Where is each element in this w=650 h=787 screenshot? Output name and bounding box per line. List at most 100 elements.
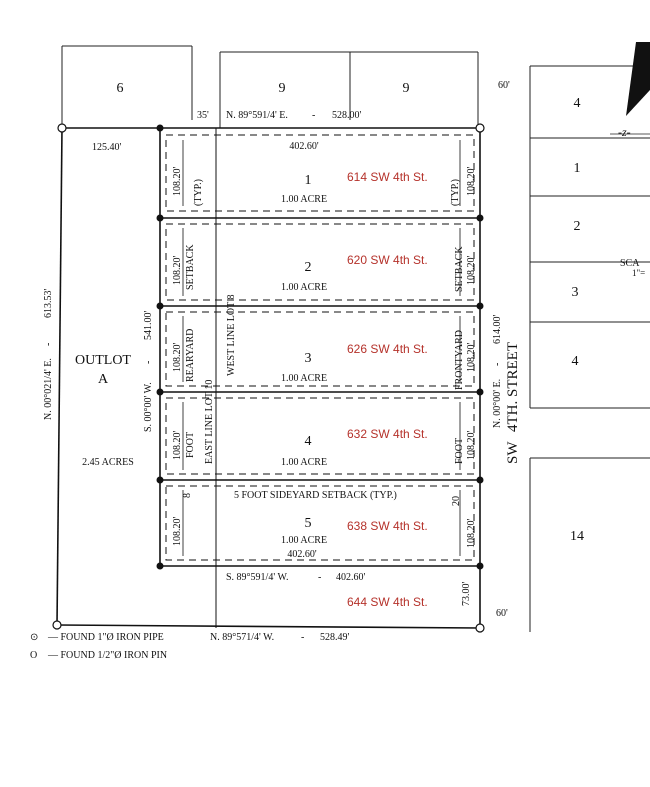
north-distance: 528.00' [332, 110, 362, 121]
adjacent-lot-number: 9 [279, 81, 286, 96]
setback-lot-3 [165, 311, 475, 387]
lot-area: 1.00 ACRE [281, 194, 327, 205]
west-bearing: N. 00°021/4' E. [43, 358, 54, 420]
north-offset: 35' [197, 110, 209, 121]
iron-pin-legend-icon: O [30, 650, 38, 661]
iron-pin-marker [156, 302, 164, 310]
lot-address: 614 SW 4th St. [347, 170, 428, 184]
lot-address: 626 SW 4th St. [347, 342, 428, 356]
lot-area: 1.00 ACRE [281, 535, 327, 546]
adjacent-lot-number: 4 [572, 354, 579, 369]
adjacent-lot-number: 4 [574, 96, 581, 111]
legend-text: — FOUND 1/2"Ø IRON PIN [48, 650, 168, 661]
lot-number: 5 [305, 516, 312, 531]
row-width: 60' [496, 608, 508, 619]
lot-depth: 108.20' [172, 431, 183, 461]
rearyard-label: REARYARD [185, 329, 196, 382]
lot-depth: 108.20' [172, 167, 183, 197]
adjacent-lot-number: 1 [574, 161, 581, 176]
iron-pin-marker [156, 562, 164, 570]
foot-label: FOOT [454, 438, 465, 464]
east-line-lot-label: EAST LINE LOT 10 [204, 380, 215, 464]
foot-label: FOOT [185, 432, 196, 458]
west-boundary [56, 127, 63, 626]
north-bearing: N. 89°591/4' E. [226, 110, 288, 121]
iron-pin-marker [476, 214, 484, 222]
iron-pin-marker [476, 562, 484, 570]
iron-pin-marker [476, 302, 484, 310]
west-distance: 613.53' [43, 289, 54, 319]
iron-pipe-marker [57, 123, 67, 133]
lot-area: 1.00 ACRE [281, 457, 327, 468]
bearing-dash: - [301, 632, 304, 643]
lot-area: 1.00 ACRE [281, 282, 327, 293]
street-name: 4TH. STREET [505, 342, 521, 432]
bearing-dash: - [43, 343, 54, 346]
lot-depth: 108.20' [172, 256, 183, 286]
iron-pipe-legend-icon: ⊙ [30, 632, 39, 643]
north-arrow [626, 42, 650, 116]
typ-label: (TYP.) [193, 179, 204, 206]
iron-pipe-marker [52, 620, 62, 630]
street-prefix: SW [505, 441, 521, 464]
lot-depth: 108.20' [466, 519, 477, 549]
lot-depth: 108.20' [172, 517, 183, 547]
bearing-dash: - [143, 361, 154, 364]
scale-fragment: SCA [620, 258, 640, 269]
iron-pin-marker [156, 124, 164, 132]
lot-address: 620 SW 4th St. [347, 253, 428, 267]
bearing-dash: - [312, 110, 315, 121]
adjacent-lot-number: 2 [574, 219, 581, 234]
inner-west-distance: 541.00' [143, 311, 154, 341]
legend-iron-pipe: ⊙ — FOUND 1"Ø IRON PIPE [30, 632, 164, 643]
adjacent-lot-number: 9 [403, 81, 410, 96]
lot-number: 1 [305, 173, 312, 188]
iron-pin-marker [476, 388, 484, 396]
inner-west-bearing: S. 00°00' W. [143, 382, 154, 432]
lot-depth: 108.20' [172, 343, 183, 373]
lot5-south-distance: 402.60' [336, 572, 366, 583]
lot5-width: 402.60' [287, 549, 317, 560]
south-bearing: N. 89°571/4' W. [210, 632, 274, 643]
outlot-area: 2.45 ACRES [82, 457, 134, 468]
outlot-name: OUTLOT [75, 353, 131, 368]
legend-iron-pin: O — FOUND 1/2"Ø IRON PIN [30, 650, 167, 661]
iron-pin-marker [156, 388, 164, 396]
east-distance: 614.00' [492, 315, 503, 345]
legend-text: — FOUND 1"Ø IRON PIPE [48, 632, 164, 643]
row-width: 60' [498, 80, 510, 91]
typ-label: (TYP.) [450, 179, 461, 206]
side-setback-number: 20 [451, 496, 462, 506]
lot5-south-bearing: S. 89°591/4' W. [226, 572, 288, 583]
adjacent-lot-number: 14 [570, 529, 584, 544]
lot-depth: 108.20' [466, 431, 477, 461]
frontyard-label: FRONTYARD [454, 330, 465, 390]
setback-label: SETBACK [454, 246, 465, 292]
lot-address: 638 SW 4th St. [347, 519, 428, 533]
south-distance: 528.49' [320, 632, 350, 643]
outlot-top-width: 125.40' [92, 142, 122, 153]
south-boundary [56, 624, 481, 629]
east-bearing: N. 00°00' E. [492, 379, 503, 428]
iron-pipe-marker [475, 623, 485, 633]
lot-depth: 108.20' [466, 256, 477, 286]
bearing-dash: - [492, 363, 503, 366]
outlot-letter: A [98, 372, 109, 387]
south-gap: 73.00' [461, 582, 472, 607]
iron-pin-marker [156, 476, 164, 484]
adjacent-lot-number: 6 [117, 81, 124, 96]
lot-number: 3 [305, 351, 312, 366]
extra-address: 644 SW 4th St. [347, 595, 428, 609]
adjacent-lot-number: 3 [572, 285, 579, 300]
lot-area: 1.00 ACRE [281, 373, 327, 384]
lot-depth: 108.20' [466, 343, 477, 373]
west-line-lot-label: WEST LINE LOT 8 [226, 294, 237, 376]
eight-label: 8 [182, 493, 193, 498]
sideyard-label: 5 FOOT SIDEYARD SETBACK (TYP.) [234, 490, 397, 501]
iron-pin-marker [476, 476, 484, 484]
scale-fragment: 1"= [632, 268, 645, 278]
setback-label: SETBACK [185, 244, 196, 290]
lot-number: 2 [305, 260, 312, 275]
lot-depth: 108.20' [466, 167, 477, 197]
